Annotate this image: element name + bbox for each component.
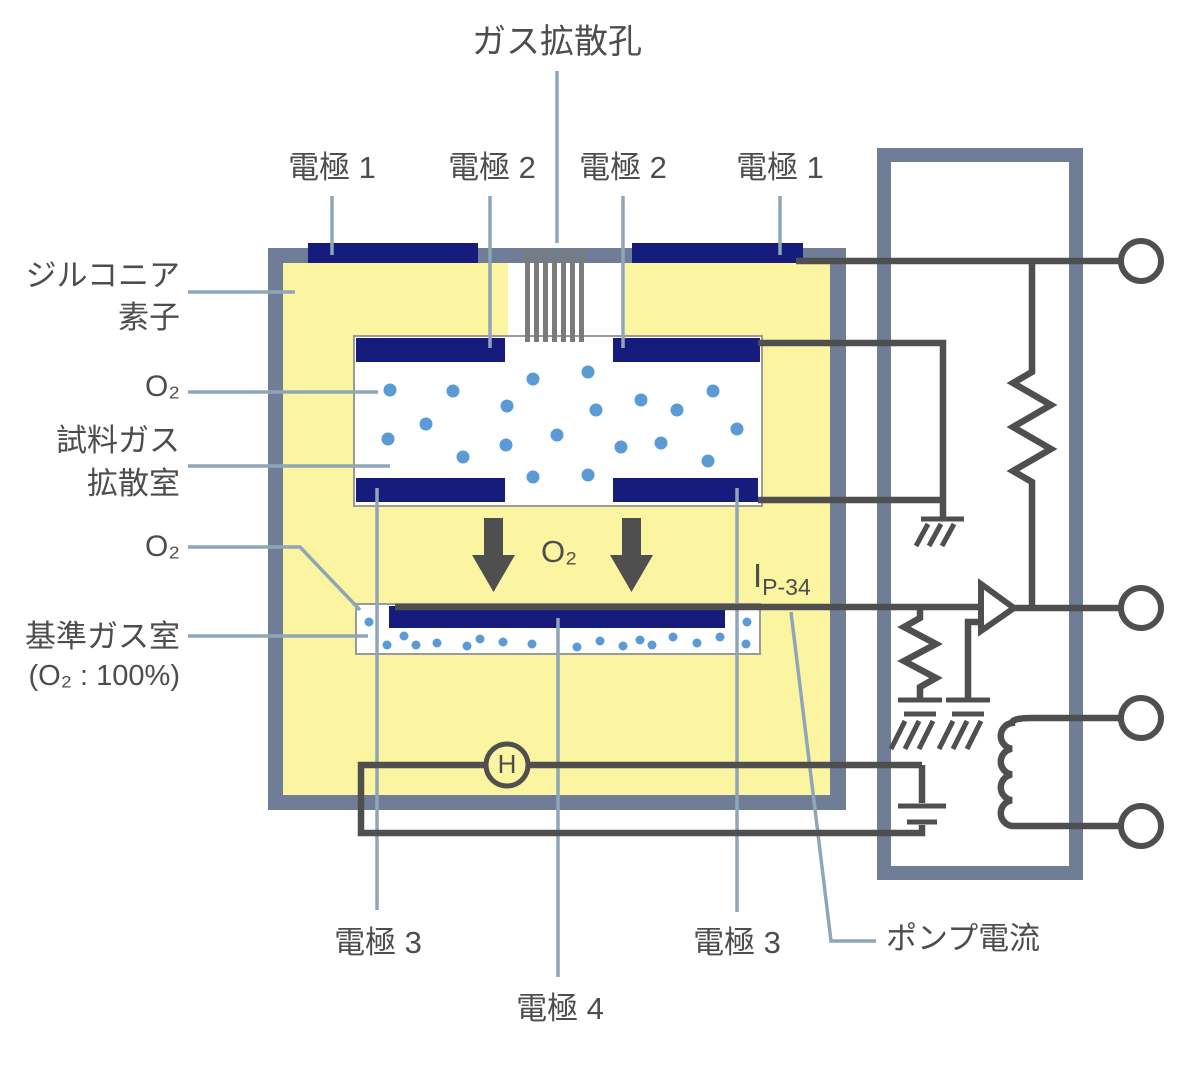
oxygen-dot [614, 440, 628, 454]
oxygen-dot [670, 403, 684, 417]
leader-lines [188, 71, 876, 977]
oxygen-dot [475, 634, 485, 644]
heater-circle [483, 741, 531, 789]
down-arrow-right-head [610, 555, 653, 592]
sample-gas-label-line2: 拡散室 [87, 466, 180, 501]
oxygen-dot [446, 384, 460, 398]
electrode4-bar [389, 606, 725, 628]
circuit-wiring [357, 238, 1164, 849]
down-arrow-right [622, 518, 641, 558]
electrode1-left-label: 電極 1 [288, 150, 376, 185]
oxygen-dot [742, 617, 752, 627]
terminal-opamp-output [1118, 585, 1164, 631]
gas-diffusion-hole-label: ガス拡散孔 [472, 23, 642, 61]
electrode2-wire [758, 339, 947, 519]
pump-current-symbol-main: I [753, 557, 763, 594]
oxygen-dot [500, 399, 514, 413]
battery-symbol [898, 803, 946, 825]
oxygen-dot [462, 641, 472, 651]
o2-lower-label: O₂ [145, 530, 180, 563]
oxygen-dot [634, 393, 648, 407]
oxygen-dots-sample-chamber [381, 365, 744, 484]
oxygen-dot [589, 403, 603, 417]
o2-upper-label: O₂ [145, 370, 180, 403]
terminal-coil-top [1118, 695, 1164, 741]
oxygen-dot [668, 632, 678, 642]
heater-loop-wire [357, 761, 926, 837]
electrode2-right-bar [613, 338, 760, 362]
down-arrow-left [484, 518, 503, 558]
oxygen-dot [706, 384, 720, 398]
down-arrow-left-head [472, 555, 515, 592]
oxygen-dot [383, 383, 397, 397]
ground-symbol-top [913, 516, 964, 548]
oxygen-dot [635, 635, 645, 645]
oxygen-dot [595, 636, 605, 646]
opamp-triangle [978, 578, 1020, 637]
oxygen-dot [692, 638, 702, 648]
oxygen-dot [382, 640, 392, 650]
leader-pump-current [789, 611, 876, 943]
electrode3-right-bar [613, 478, 758, 502]
zirconia-label-line2: 素子 [118, 300, 180, 335]
oxygen-dot [364, 617, 374, 627]
oxygen-dot [419, 417, 433, 431]
circuit-box [877, 148, 1083, 880]
electrode4-label: 電極 4 [516, 991, 604, 1026]
oxygen-dot [618, 641, 628, 651]
capacitor-ground-right [936, 697, 990, 751]
pump-current-symbol-label: IP-34 [753, 558, 811, 600]
electrode3-left-label: 電極 3 [334, 925, 422, 960]
electrode2-left-label: 電極 2 [448, 150, 536, 185]
inductor-coil [997, 714, 1121, 830]
feedback-resistor [1006, 261, 1058, 608]
reference-chamber-label: 基準ガス室 [25, 619, 180, 654]
sample-gas-label-line1: 試料ガス [56, 423, 180, 458]
electrode2-left-bar [356, 338, 505, 362]
zirconia-label-line1: ジルコニア [25, 258, 180, 293]
oxygen-dot [581, 468, 595, 482]
oxygen-dot [741, 639, 751, 649]
o2-flow-label: O₂ [541, 534, 578, 569]
electrode1-right-label: 電極 1 [736, 150, 824, 185]
oxygen-dots-reference-chamber [364, 617, 752, 652]
oxygen-dot [715, 632, 725, 642]
opamp-input-wire [964, 618, 979, 700]
oxygen-dot [499, 438, 513, 452]
oxygen-dot [411, 640, 421, 650]
oxygen-dot [701, 454, 715, 468]
oxygen-dot [550, 428, 564, 442]
reference-concentration-label: (O₂ : 100%) [28, 660, 180, 692]
heater-symbol-label: H [497, 749, 517, 779]
oxygen-dot [526, 372, 540, 386]
oxygen-dot [456, 450, 470, 464]
oxygen-dot [647, 640, 657, 650]
oxygen-dot [572, 642, 582, 652]
oxygen-dot [654, 436, 668, 450]
capacitor-ground-left [888, 697, 942, 751]
oxygen-dot [432, 638, 442, 648]
o2-flow-arrows [472, 518, 653, 592]
electrode1-left-bar [308, 243, 478, 263]
oxygen-dot [527, 639, 537, 649]
terminal-coil-bottom [1118, 803, 1164, 849]
pump-filter-resistor [897, 610, 943, 698]
pump-current-label: ポンプ電流 [886, 921, 1041, 956]
electrode3-right-label: 電極 3 [693, 925, 781, 960]
electrode1-right-bar [632, 243, 803, 263]
leader-o2-lower [188, 545, 362, 612]
electrode3-left-bar [356, 478, 505, 502]
gas-diffusion-hole-hatch [525, 250, 584, 342]
oxygen-dot [399, 631, 409, 641]
oxygen-dot [526, 470, 540, 484]
pump-current-symbol-sub: P-34 [762, 574, 811, 600]
oxygen-dot [381, 432, 395, 446]
electrode2-right-label: 電極 2 [579, 150, 667, 185]
oxygen-dot [498, 637, 508, 647]
terminal-electrode1 [1118, 238, 1164, 284]
oxygen-dot [730, 422, 744, 436]
oxygen-dot [581, 365, 595, 379]
